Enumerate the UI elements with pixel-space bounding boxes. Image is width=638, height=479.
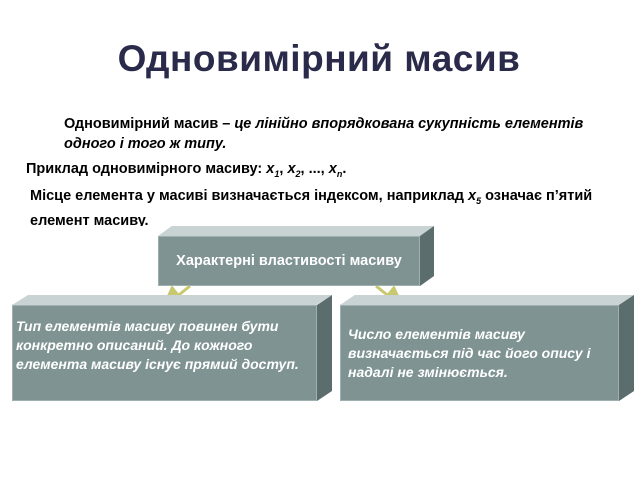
type-property-text: Тип елементів масиву повинен бути конкре… — [16, 318, 299, 372]
definition-text: Одновимірний масив – це лінійно впорядко… — [64, 114, 584, 154]
slide-title: Одновимірний масив — [117, 38, 521, 79]
type-property-box: Тип елементів масиву повинен бути конкре… — [12, 295, 332, 401]
example-x2: x2 — [287, 161, 301, 179]
example-text: Приклад одновимірного масиву: x1, x2, ..… — [26, 161, 347, 179]
count-property-box: Число елементів масиву визначається під … — [340, 295, 634, 401]
properties-box-label: Характерні властивості масиву — [176, 252, 402, 269]
index-note: Місце елемента у масиві визначається інд… — [30, 188, 593, 226]
example-x1: x1 — [266, 161, 280, 179]
example-prefix: Приклад одновимірного масиву: — [26, 161, 267, 177]
properties-box: Характерні властивості масиву — [158, 226, 434, 286]
index-x5: x5 — [468, 188, 482, 206]
definition-description: це лінійно впорядкована сукупність елеме… — [64, 116, 584, 152]
example-xn: xn — [328, 161, 343, 179]
definition-term: Одновимірний масив – — [64, 116, 235, 132]
count-property-text: Число елементів масиву визначається під … — [348, 326, 591, 380]
